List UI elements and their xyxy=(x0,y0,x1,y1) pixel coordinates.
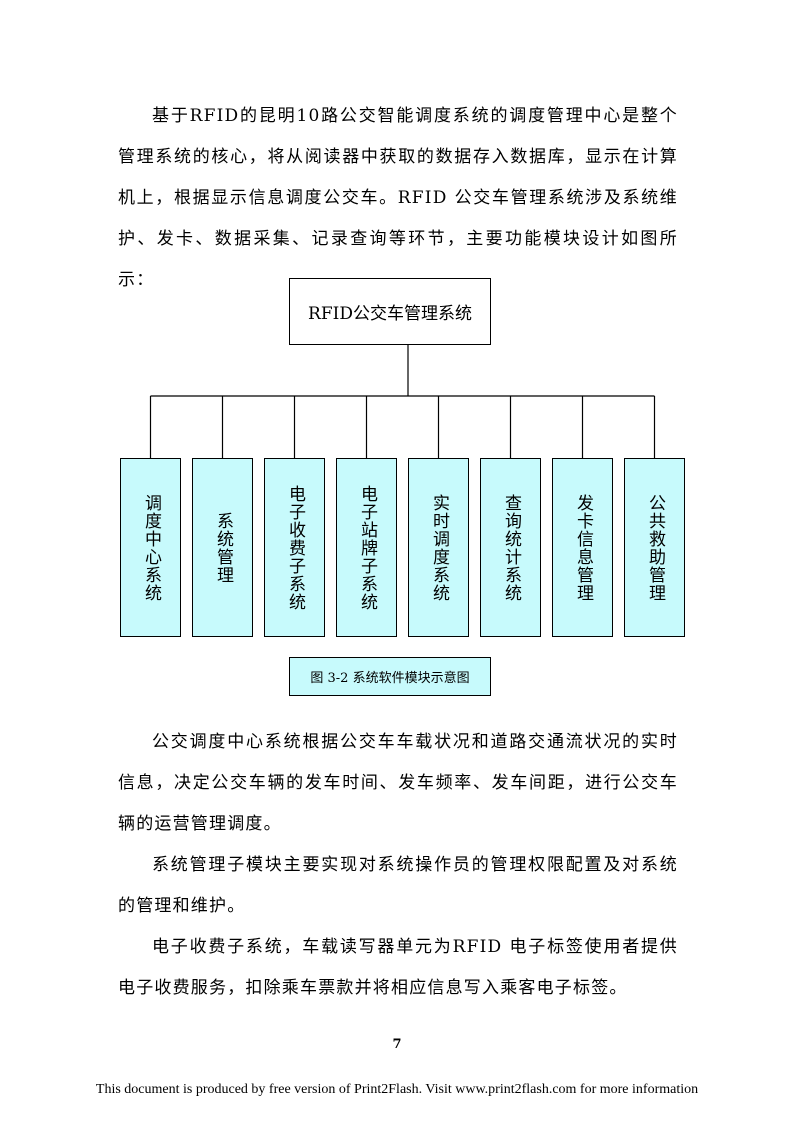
module-label: 实时调度系统 xyxy=(429,493,449,602)
figure-caption: 图 3-2 系统软件模块示意图 xyxy=(289,657,491,696)
page-number: 7 xyxy=(392,1037,402,1052)
module-box: 系统管理 xyxy=(192,458,253,637)
module-diagram: RFID公交车管理系统 调度中心系统 系统管理 电子收费子系统 电子站牌子系统 实时调度… xyxy=(120,278,685,696)
module-box: 实时调度系统 xyxy=(408,458,469,637)
module-label: 调度中心系统 xyxy=(141,493,161,602)
module-label: 电子收费子系统 xyxy=(285,484,305,611)
module-box: 发卡信息管理 xyxy=(552,458,613,637)
root-system-label: RFID公交车管理系统 xyxy=(308,304,472,324)
module-label: 公共救助管理 xyxy=(645,493,665,602)
module-label: 系统管理 xyxy=(213,511,233,584)
system-management-paragraph: 系统管理子模块主要实现对系统操作员的管理权限配置及对系统的管理和维护。 xyxy=(118,855,678,916)
module-label: 发卡信息管理 xyxy=(573,493,593,602)
root-system-box: RFID公交车管理系统 xyxy=(289,278,491,345)
module-box: 电子收费子系统 xyxy=(264,458,325,637)
module-label: 查询统计系统 xyxy=(501,493,521,602)
figure-caption-text: 图 3-2 系统软件模块示意图 xyxy=(310,671,470,686)
intro-paragraph: 基于RFID的昆明10路公交智能调度系统的调度管理中心是整个管理系统的核心，将从… xyxy=(118,106,678,290)
module-box: 公共救助管理 xyxy=(624,458,685,637)
module-box: 调度中心系统 xyxy=(120,458,181,637)
module-box: 电子站牌子系统 xyxy=(336,458,397,637)
print2flash-footer: This document is produced by free versio… xyxy=(95,1082,699,1097)
module-box: 查询统计系统 xyxy=(480,458,541,637)
module-label: 电子站牌子系统 xyxy=(357,484,377,611)
dispatch-center-paragraph: 公交调度中心系统根据公交车车载状况和道路交通流状况的实时信息，决定公交车辆的发车… xyxy=(118,732,678,834)
e-payment-paragraph: 电子收费子系统，车载读写器单元为RFID 电子标签使用者提供电子收费服务，扣除乘… xyxy=(118,937,678,998)
